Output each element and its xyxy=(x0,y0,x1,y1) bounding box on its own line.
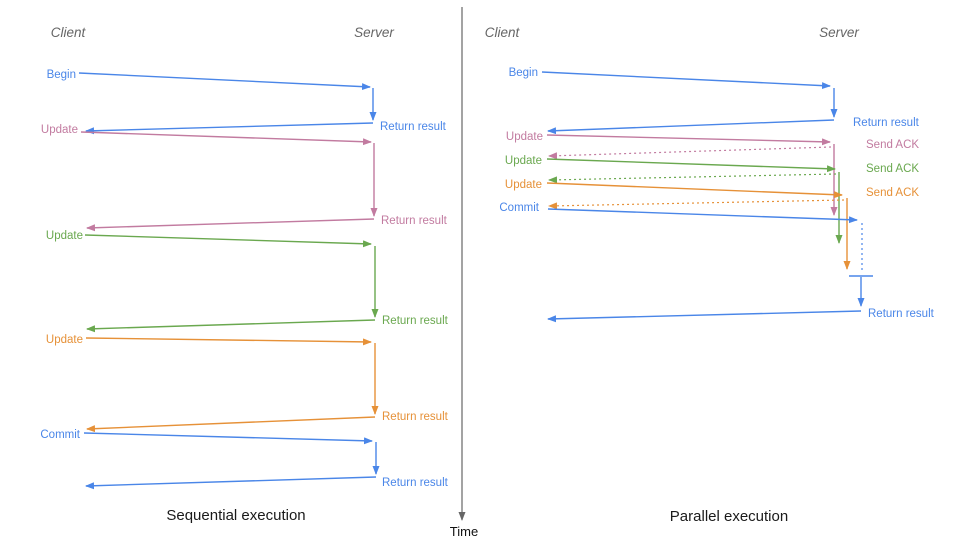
sequential-update-label-2: Update xyxy=(46,230,83,242)
parallel-commit-return xyxy=(547,310,862,323)
sequential-begin-label: Begin xyxy=(47,69,76,81)
parallel-begin-return xyxy=(547,119,835,135)
sequential-commit-return xyxy=(85,476,377,490)
parallel-update3-ack xyxy=(548,199,845,210)
sequential-return-result-label-1: Return result xyxy=(380,121,447,133)
parallel-update-label-1: Update xyxy=(506,131,543,143)
parallel-client-header: Client xyxy=(485,25,521,40)
sequential-update-label-1: Update xyxy=(41,124,78,136)
parallel-send-ack-label-3: Send ACK xyxy=(866,187,919,199)
parallel-send-ack-label-2: Send ACK xyxy=(866,163,919,175)
time-axis-label: Time xyxy=(450,524,478,539)
sequential-update1-return xyxy=(86,218,375,232)
sequential-return-result-label-5: Return result xyxy=(382,477,449,489)
sequential-return-result-label-2: Return result xyxy=(381,215,448,227)
parallel-update2-request xyxy=(546,158,836,173)
sequential-panel-title: Sequential execution xyxy=(166,507,305,524)
sequential-update2-return xyxy=(86,319,376,333)
parallel-commit-label: Commit xyxy=(499,202,539,214)
parallel-return-result-label-2: Return result xyxy=(868,308,935,320)
sequential-commit-request xyxy=(83,432,373,445)
sequential-begin-return xyxy=(85,122,374,135)
parallel-update-label-2: Update xyxy=(505,155,542,167)
sequential-update1-request xyxy=(80,131,372,146)
parallel-commit-request xyxy=(547,208,858,224)
sequential-server-header: Server xyxy=(354,25,394,40)
parallel-panel-title: Parallel execution xyxy=(670,508,788,525)
parallel-server-header: Server xyxy=(819,25,859,40)
parallel-begin-label: Begin xyxy=(509,67,538,79)
sequential-update3-request xyxy=(85,337,372,346)
sequential-begin-request xyxy=(78,72,371,91)
sequential-update-label-3: Update xyxy=(46,334,83,346)
parallel-send-ack-label-1: Send ACK xyxy=(866,139,919,151)
sequential-return-result-label-3: Return result xyxy=(382,315,449,327)
parallel-update1-request xyxy=(546,134,831,146)
sequential-client-header: Client xyxy=(51,25,87,40)
parallel-update3-request xyxy=(546,182,843,199)
parallel-update2-ack xyxy=(548,173,837,184)
sequential-commit-label: Commit xyxy=(40,429,80,441)
sequential-update3-return xyxy=(86,416,376,433)
sequential-return-result-label-4: Return result xyxy=(382,411,449,423)
sequential-update2-request xyxy=(84,234,372,248)
parallel-begin-request xyxy=(541,71,831,90)
parallel-update1-ack xyxy=(548,146,832,160)
parallel-return-result-label-1: Return result xyxy=(853,117,920,129)
parallel-update-label-3: Update xyxy=(505,179,542,191)
